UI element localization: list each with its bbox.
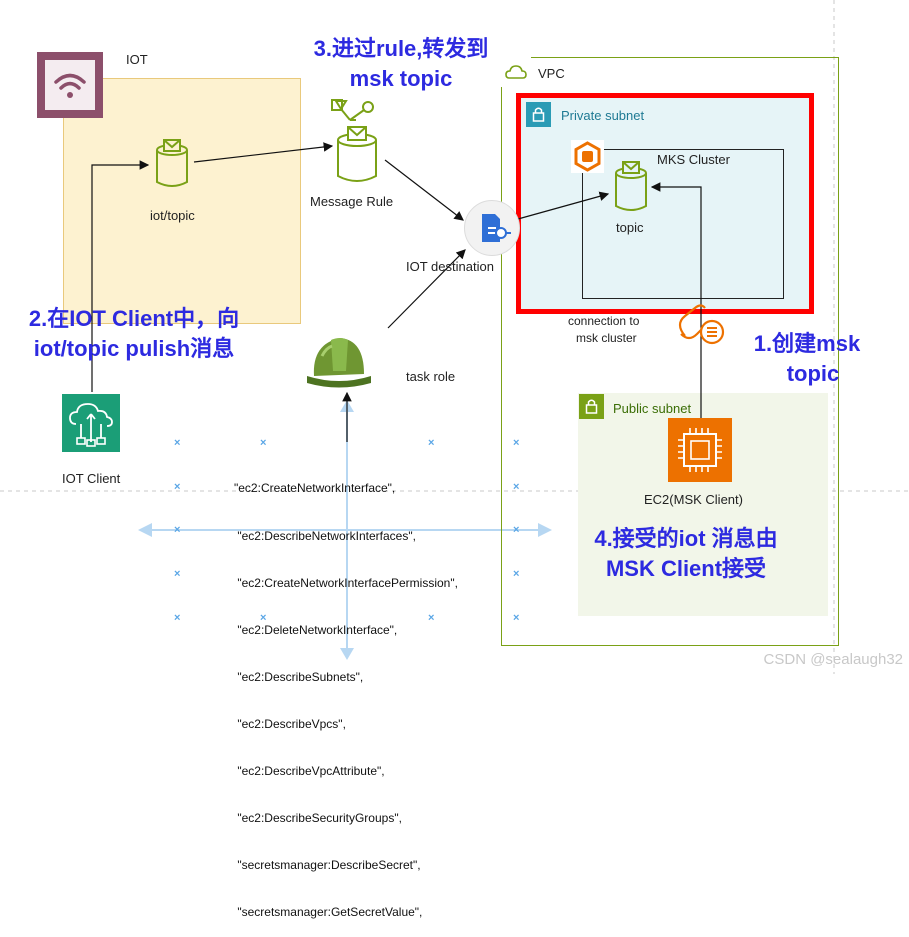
msk-cluster-label: MKS Cluster — [657, 152, 730, 167]
iot-destination-icon — [464, 200, 520, 256]
public-subnet-title: Public subnet — [613, 401, 692, 416]
arrow-destination-to-topic — [517, 191, 610, 220]
message-rule-label: Message Rule — [310, 194, 394, 209]
step1-line1: 1.创建msk — [753, 331, 861, 356]
step4-line1: 4.接受的iot 消息由 — [594, 526, 778, 551]
grid-marker: × — [513, 481, 520, 493]
step3-annotation: 3.进过rule,转发到 msk topic — [286, 34, 516, 94]
permission-item: "ec2:CreateNetworkInterface", — [234, 481, 396, 496]
step1-annotation: 1.创建msk topic — [732, 329, 882, 389]
permission-item: "ec2:DescribeNetworkInterfaces", — [234, 528, 416, 543]
step2-line1: 2.在IOT Client中，向 — [28, 306, 240, 331]
grid-marker: × — [260, 612, 267, 624]
step3-line1: 3.进过rule,转发到 — [313, 36, 489, 61]
iot-destination-label: IOT destination — [406, 259, 494, 274]
step2-line2: iot/topic pulish消息 — [33, 336, 235, 361]
iot-topic-icon — [152, 138, 192, 190]
message-rule-icon — [330, 98, 384, 188]
grid-marker: × — [513, 437, 520, 449]
lock-icon — [579, 394, 604, 419]
step3-line2: msk topic — [349, 66, 453, 91]
grid-marker: × — [174, 524, 181, 536]
connection-icon — [671, 298, 729, 348]
iot-topic-label: iot/topic — [150, 208, 195, 223]
iot-client-label: IOT Client — [62, 471, 121, 486]
arrow-topic-to-rule — [193, 142, 334, 163]
lock-icon — [526, 102, 551, 127]
permissions-list: "ec2:CreateNetworkInterface", "ec2:Descr… — [234, 450, 458, 937]
iot-client-icon — [62, 394, 120, 452]
task-role-label: task role — [406, 369, 456, 384]
step4-line2: MSK Client接受 — [605, 556, 767, 581]
permission-item: "secretsmanager:DescribeSecret", — [234, 858, 421, 873]
connectors — [91, 142, 702, 442]
connection-label-line1: connection to — [568, 314, 640, 328]
permission-item: "ec2:DescribeSecurityGroups", — [234, 811, 402, 826]
arrow-role-to-destination — [387, 249, 466, 329]
ec2-icon — [668, 418, 732, 482]
vpc-group — [501, 57, 839, 646]
step4-annotation: 4.接受的iot 消息由 MSK Client接受 — [566, 524, 806, 584]
step2-annotation: 2.在IOT Client中，向 iot/topic pulish消息 — [4, 304, 264, 364]
permission-item: "ec2:DescribeSubnets", — [234, 669, 364, 684]
vpc-title: VPC — [538, 66, 565, 81]
iot-group — [63, 78, 301, 324]
arrow-rule-to-destination — [384, 159, 464, 221]
grid-marker: × — [513, 568, 520, 580]
hard-hat-icon — [304, 326, 374, 394]
grid-marker: × — [174, 437, 181, 449]
grid-marker: × — [260, 437, 267, 449]
arrow-ec2-to-topic — [650, 182, 702, 418]
connection-label-line2: msk cluster — [576, 331, 637, 345]
grid-marker: × — [174, 481, 181, 493]
permission-item: "ec2:DeleteNetworkInterface", — [234, 622, 398, 637]
msk-icon — [571, 140, 604, 173]
background-guides — [0, 0, 909, 674]
watermark: CSDN @sealaugh32 — [763, 651, 903, 668]
permission-item: "ec2:DescribeVpcAttribute", — [234, 763, 385, 778]
msk-topic-label: topic — [616, 220, 644, 235]
iot-group-title: IOT — [126, 52, 148, 67]
ec2-label: EC2(MSK Client) — [644, 492, 743, 507]
arrow-client-to-iot-topic — [91, 160, 150, 392]
permission-item: "ec2:CreateNetworkInterfacePermission", — [234, 575, 458, 590]
grid-marker: × — [513, 524, 520, 536]
msk-topic-icon — [611, 160, 651, 214]
wifi-icon — [37, 52, 103, 118]
grid-marker: × — [428, 437, 435, 449]
grid-marker: × — [428, 612, 435, 624]
grid-marker: × — [513, 612, 520, 624]
grid-marker: × — [174, 612, 181, 624]
msk-cluster-box — [582, 149, 784, 299]
permission-item: "secretsmanager:GetSecretValue", — [234, 905, 423, 920]
grid-marker: × — [174, 568, 181, 580]
private-subnet-title: Private subnet — [561, 108, 645, 123]
cloud-icon — [501, 57, 531, 87]
private-subnet — [516, 93, 814, 314]
permission-item: "ec2:DescribeVpcs", — [234, 716, 346, 731]
step1-line2: topic — [786, 361, 840, 386]
